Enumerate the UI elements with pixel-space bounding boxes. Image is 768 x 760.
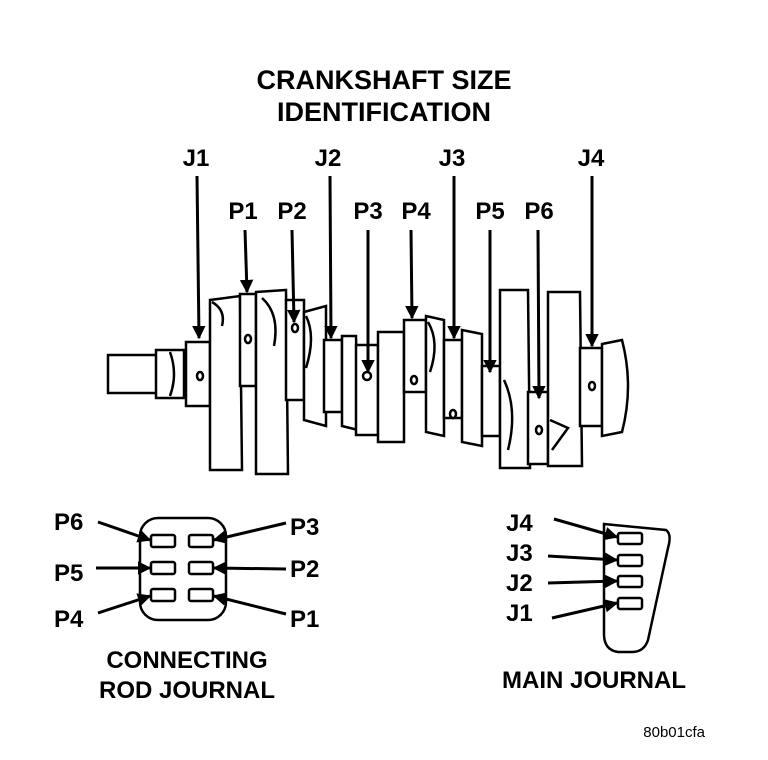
rod-mark-p2 <box>187 560 215 576</box>
label-p6: P6 <box>524 198 553 225</box>
rod-mark-p4 <box>149 587 177 603</box>
rod-label-p4: P4 <box>54 606 84 633</box>
label-p4: P4 <box>401 198 431 225</box>
rod-journal-key: P6 P5 P4 P3 P2 P1 CONNECTING ROD JOURNAL <box>54 509 319 704</box>
label-p5: P5 <box>475 198 504 225</box>
main-key-caption: MAIN JOURNAL <box>502 667 686 694</box>
main-mark-j2 <box>616 574 644 589</box>
rod-mark-p5 <box>149 560 177 576</box>
rod-key-caption-line1: CONNECTING <box>106 647 267 674</box>
label-p2: P2 <box>277 198 306 225</box>
crankshaft-drawing <box>106 288 630 476</box>
rod-mark-p1 <box>187 587 215 603</box>
diagram-title-line2: IDENTIFICATION <box>277 97 491 127</box>
label-p3: P3 <box>353 198 382 225</box>
journal-labels: J1 J2 J3 J4 P1 P2 P3 P4 P5 P6 <box>183 145 605 225</box>
rod-line-p2 <box>212 561 287 575</box>
main-mark-j3 <box>616 553 644 568</box>
main-line-j4 <box>553 517 619 541</box>
rod-line-p4 <box>97 593 152 615</box>
rod-label-p5: P5 <box>54 560 83 587</box>
label-j3: J3 <box>439 145 466 172</box>
main-mark-j1 <box>616 596 644 611</box>
diagram-title-line1: CRANKSHAFT SIZE <box>257 65 512 95</box>
rod-key-caption-line2: ROD JOURNAL <box>99 677 275 704</box>
rod-label-p6: P6 <box>54 509 83 536</box>
main-label-j4: J4 <box>506 510 533 537</box>
main-journal-key: J4 J3 J2 J1 MAIN JOURNAL <box>502 510 686 694</box>
rod-label-p3: P3 <box>290 514 319 541</box>
arrow-p1 <box>239 229 254 294</box>
label-j1: J1 <box>183 145 210 172</box>
journal-arrows <box>192 175 599 400</box>
arrow-p6 <box>532 229 546 400</box>
arrow-p4 <box>405 229 419 320</box>
main-label-j3: J3 <box>506 540 533 567</box>
rod-label-p2: P2 <box>290 556 319 583</box>
arrow-p2 <box>286 229 301 324</box>
main-line-j3 <box>547 552 619 567</box>
label-p1: P1 <box>228 198 257 225</box>
label-j2: J2 <box>315 145 342 172</box>
arrow-j1 <box>192 175 206 340</box>
main-label-j1: J1 <box>506 600 533 627</box>
rod-line-p3 <box>212 521 287 544</box>
rod-line-p1 <box>212 592 287 616</box>
label-j4: J4 <box>578 145 605 172</box>
main-mark-j4 <box>616 531 644 546</box>
arrow-j2 <box>324 175 338 340</box>
figure-id: 80b01cfa <box>643 724 705 741</box>
rod-mark-p3 <box>187 533 215 549</box>
main-line-j2 <box>547 574 619 589</box>
rod-line-p6 <box>97 520 152 543</box>
rod-label-p1: P1 <box>290 606 319 633</box>
main-line-j1 <box>551 599 619 620</box>
main-label-j2: J2 <box>506 570 533 597</box>
rod-mark-p6 <box>149 533 177 549</box>
